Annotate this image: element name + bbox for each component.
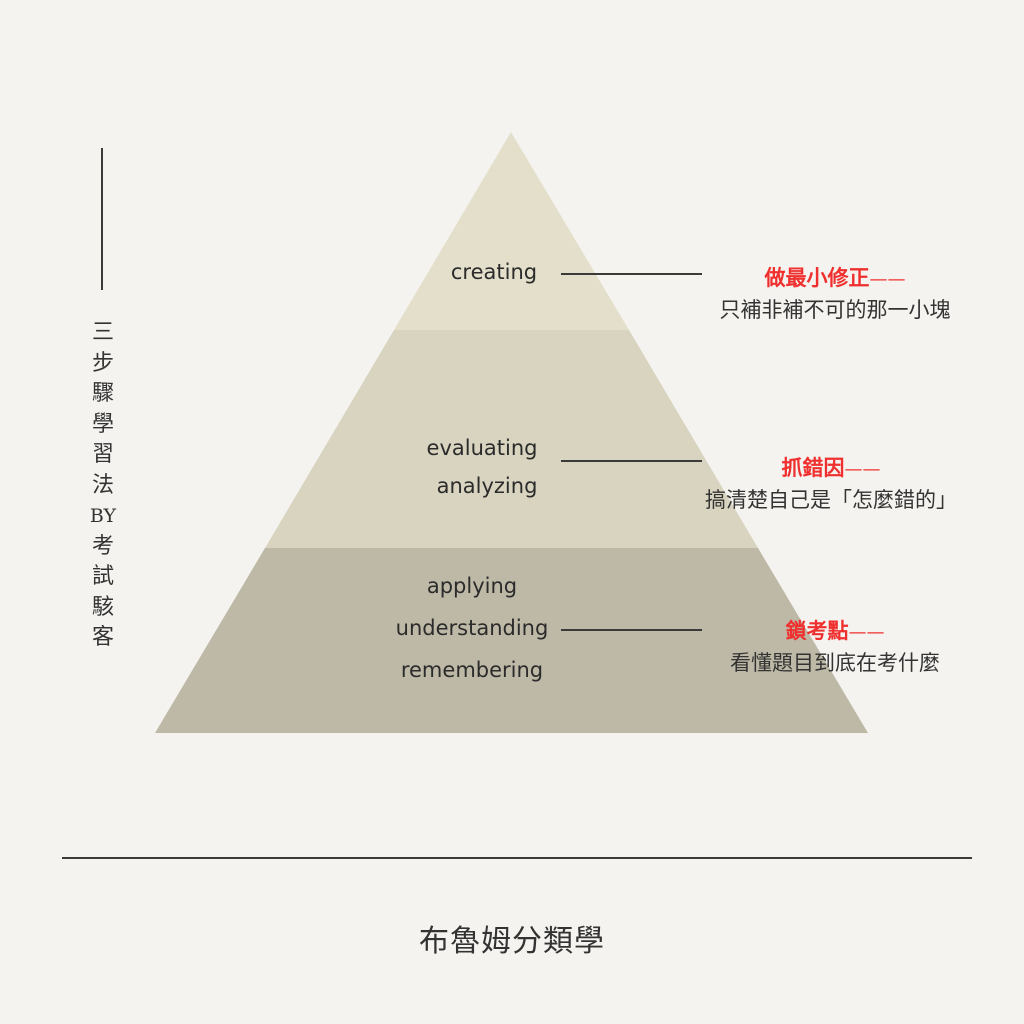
side-title: 三 步 驟 學 習 法 BY 考 試 駭 客 — [88, 318, 118, 654]
connector-line — [561, 273, 702, 275]
note-text: 搞清楚自己是「怎麼錯的」 — [705, 488, 957, 512]
side-title-char: 學 — [91, 411, 114, 437]
side-title-char: 試 — [91, 564, 114, 589]
level-label-creating: creating — [450, 260, 538, 284]
note-text: 只補非補不可的那一小塊 — [719, 298, 951, 322]
connector-line — [561, 629, 702, 631]
note-text: 看懂題目到底在考什麼 — [730, 651, 940, 675]
side-title-char: 駭 — [91, 594, 114, 620]
note-understanding: 鎖考點—— 看懂題目到底在考什麼 — [690, 615, 980, 677]
side-title-char: 客 — [91, 625, 114, 650]
note-title: 抓錯因—— — [781, 456, 881, 480]
note-title: 鎖考點—— — [785, 619, 885, 643]
side-divider — [101, 148, 103, 290]
pyramid-level-bottom — [155, 548, 868, 733]
note-evaluating: 抓錯因—— 搞清楚自己是「怎麼錯的」 — [676, 452, 986, 514]
side-title-char: 考 — [91, 533, 114, 559]
connector-line — [561, 460, 702, 462]
side-title-char: 驟 — [91, 381, 114, 406]
side-title-char: 習 — [91, 442, 114, 467]
footer-title: 布魯姆分類學 — [419, 924, 605, 959]
level-label-remembering: remembering — [400, 658, 544, 682]
side-title-char: 法 — [91, 472, 114, 498]
side-title-char: 步 — [91, 350, 114, 376]
side-title-char: BY — [89, 505, 117, 527]
note-title: 做最小修正—— — [764, 266, 906, 290]
note-creating: 做最小修正—— 只補非補不可的那一小塊 — [690, 262, 980, 324]
side-title-char: 三 — [91, 320, 114, 345]
level-label-applying: applying — [426, 574, 518, 598]
level-label-understanding: understanding — [395, 616, 549, 640]
level-label-analyzing: analyzing — [436, 474, 538, 498]
footer-divider — [62, 857, 972, 859]
level-label-evaluating: evaluating — [426, 436, 538, 460]
pyramid-level-top — [394, 132, 629, 330]
pyramid-level-middle — [265, 330, 758, 548]
